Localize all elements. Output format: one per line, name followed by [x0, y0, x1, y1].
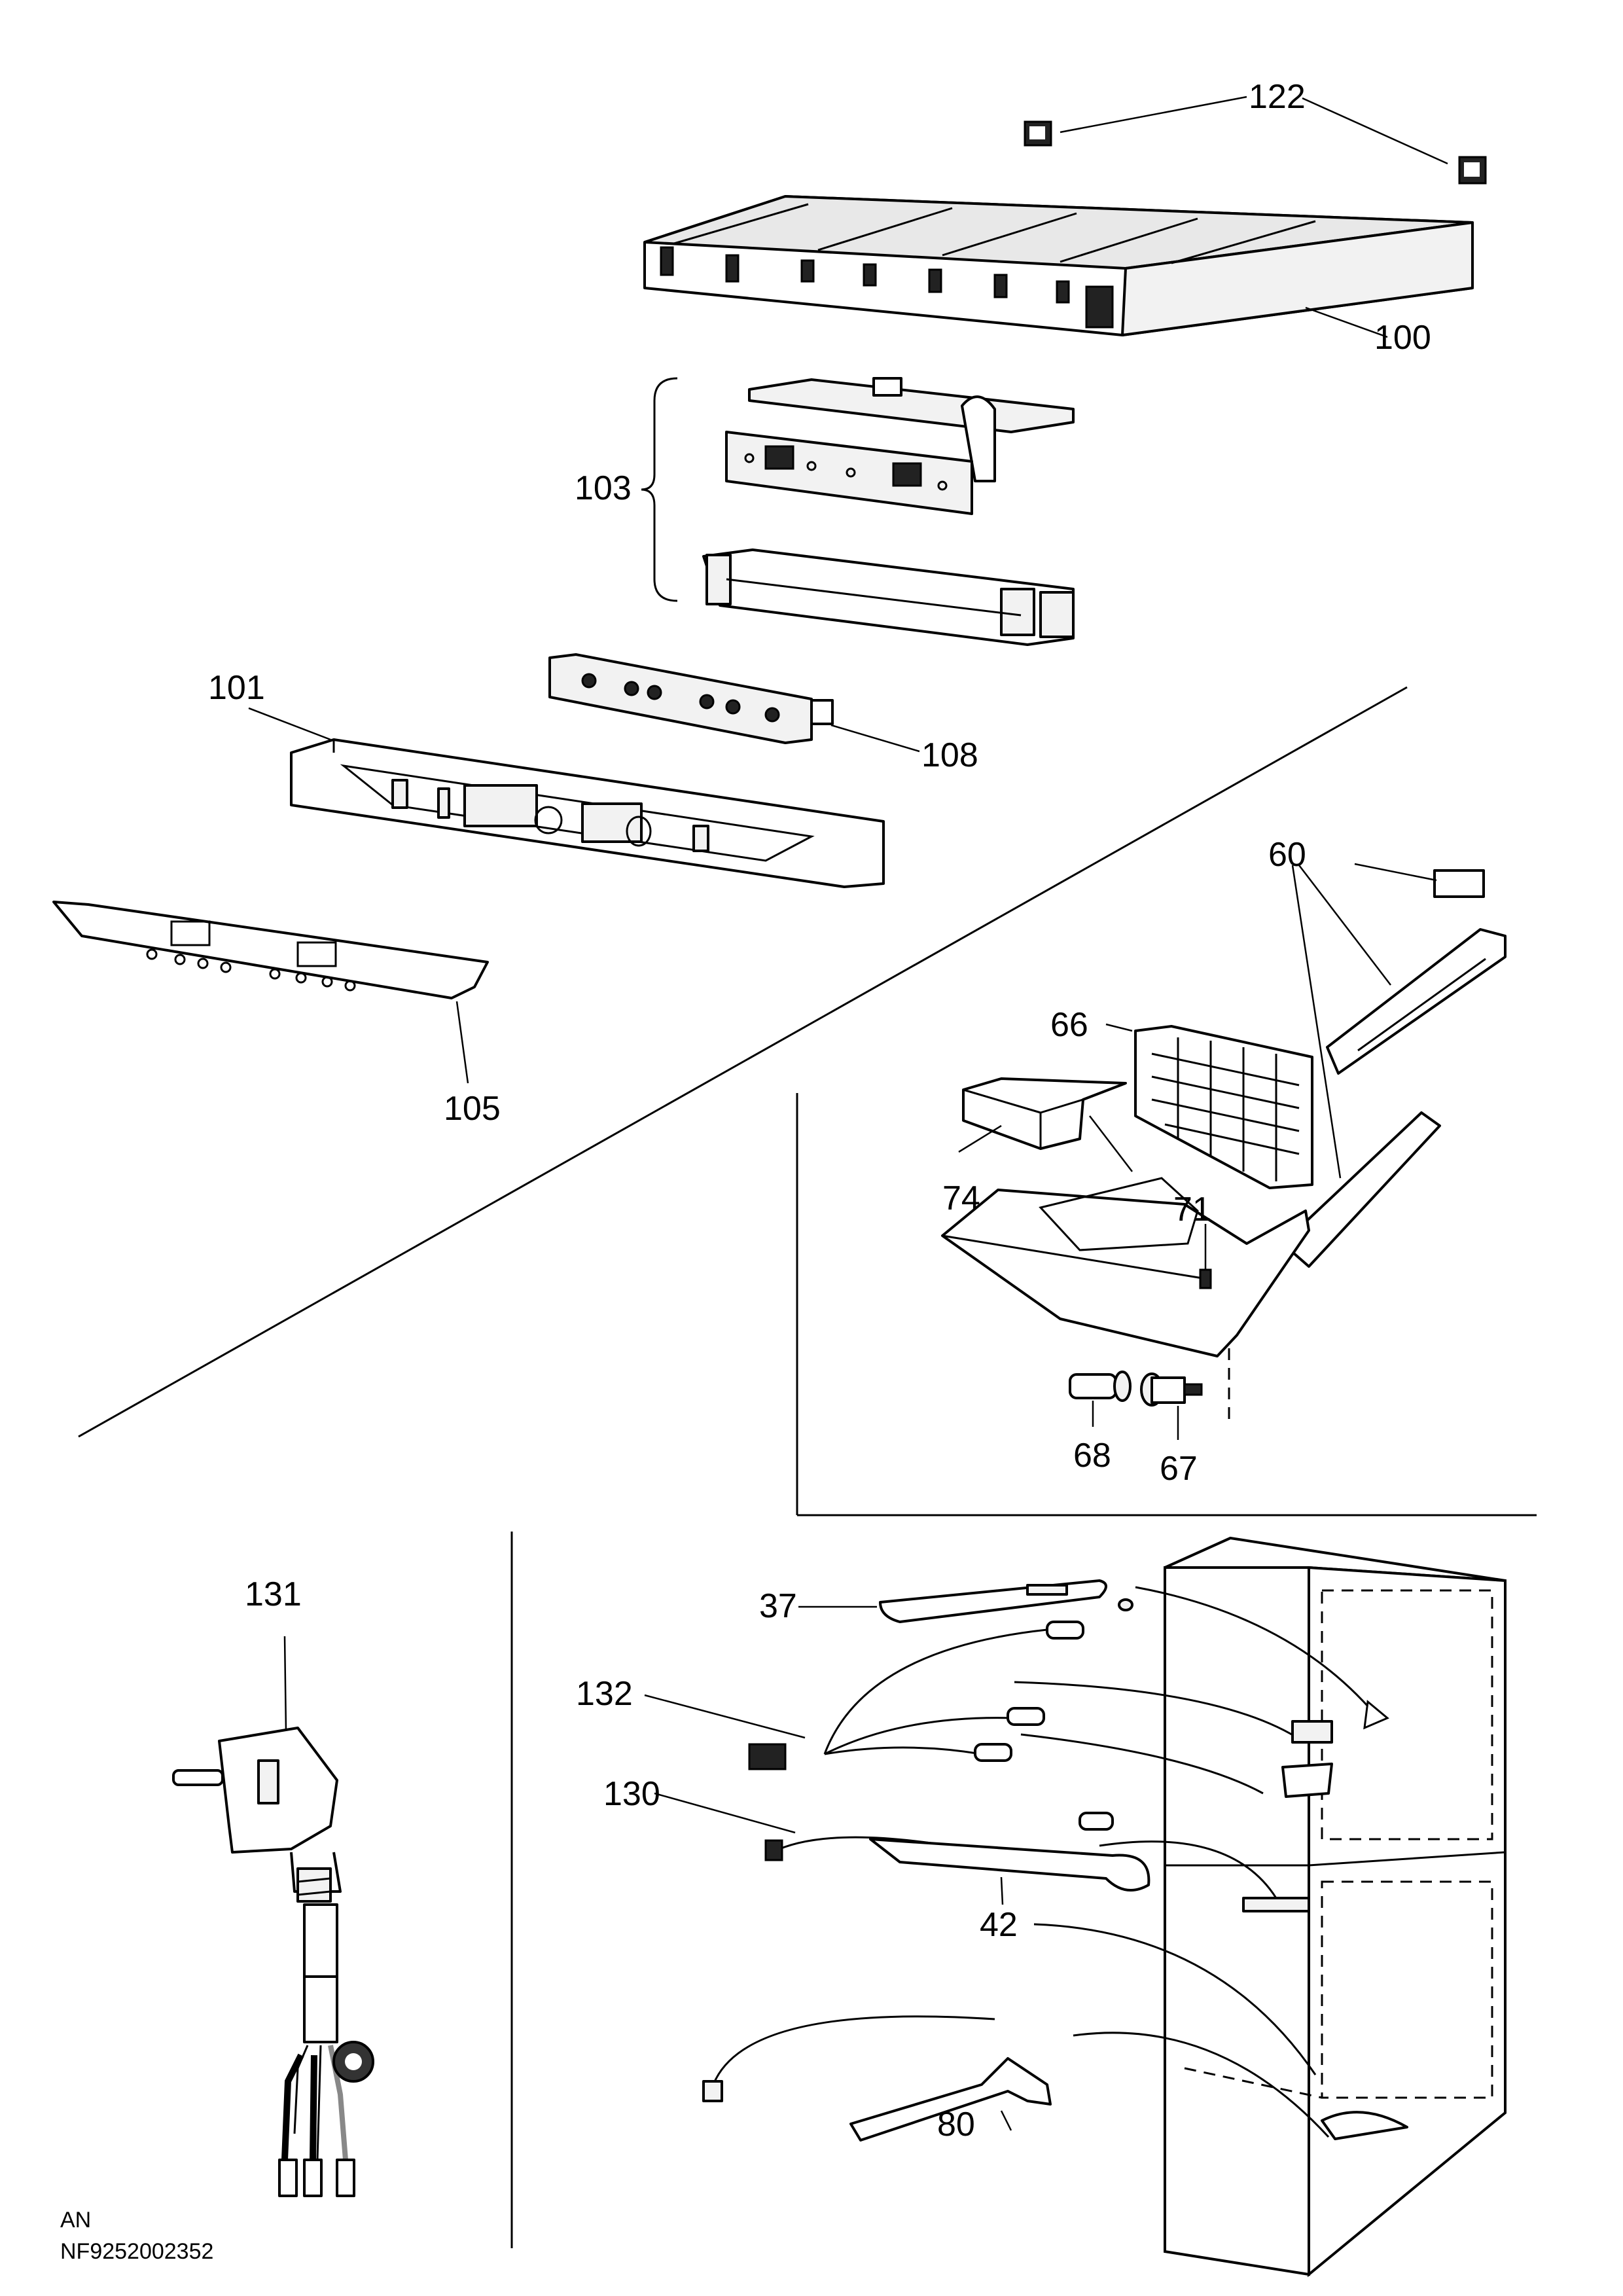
callout-130: 130	[603, 1775, 660, 1813]
callout-67: 67	[1160, 1450, 1198, 1488]
callout-37: 37	[759, 1587, 797, 1625]
part-68-valve	[1069, 1371, 1132, 1427]
callout-131: 131	[245, 1575, 302, 1613]
part-66-grille-lid	[1105, 1023, 1313, 1189]
part-60-rails-and-clip	[1281, 863, 1507, 1268]
part-130-sensor-lead	[654, 1792, 1114, 1861]
callout-132: 132	[576, 1675, 633, 1713]
part-37-sensor-bracket	[798, 1579, 1389, 1730]
callout-105: 105	[444, 1090, 501, 1128]
part-42-sensor-holder	[869, 1838, 1317, 2075]
part-80-sensor-clip	[702, 2015, 1408, 2142]
part-74-foam-block	[958, 1077, 1133, 1172]
part-100-top-cover	[643, 194, 1474, 338]
callout-68: 68	[1073, 1437, 1111, 1475]
callout-80: 80	[937, 2106, 975, 2144]
callout-108: 108	[921, 736, 978, 774]
part-103-control-board-assembly	[641, 377, 1075, 646]
part-101-control-panel	[248, 707, 885, 888]
part-122-clips	[1024, 96, 1487, 185]
part-71-pin	[1199, 1224, 1212, 1289]
callout-101: 101	[208, 669, 265, 707]
document-number: NF9252002352	[60, 2239, 214, 2264]
footer-code: AN	[60, 2208, 92, 2233]
dispenser-tray	[941, 1177, 1310, 1357]
callout-71: 71	[1173, 1191, 1211, 1229]
part-131-power-cord	[172, 1636, 374, 2197]
part-108-interface-board	[548, 653, 920, 753]
callout-103: 103	[575, 469, 632, 507]
part-132-sensor-harness	[644, 1621, 1333, 1798]
callout-60: 60	[1268, 836, 1306, 874]
callout-66: 66	[1050, 1006, 1088, 1044]
callout-74: 74	[942, 1179, 980, 1217]
callout-122: 122	[1249, 78, 1306, 116]
callout-100: 100	[1374, 319, 1431, 357]
fridge-cabinet	[1164, 1536, 1507, 2278]
part-67-valve-body	[1140, 1348, 1230, 1440]
callout-42: 42	[980, 1906, 1018, 1944]
section-dividers	[78, 686, 1537, 2248]
part-105-decor-panel	[52, 901, 489, 1084]
